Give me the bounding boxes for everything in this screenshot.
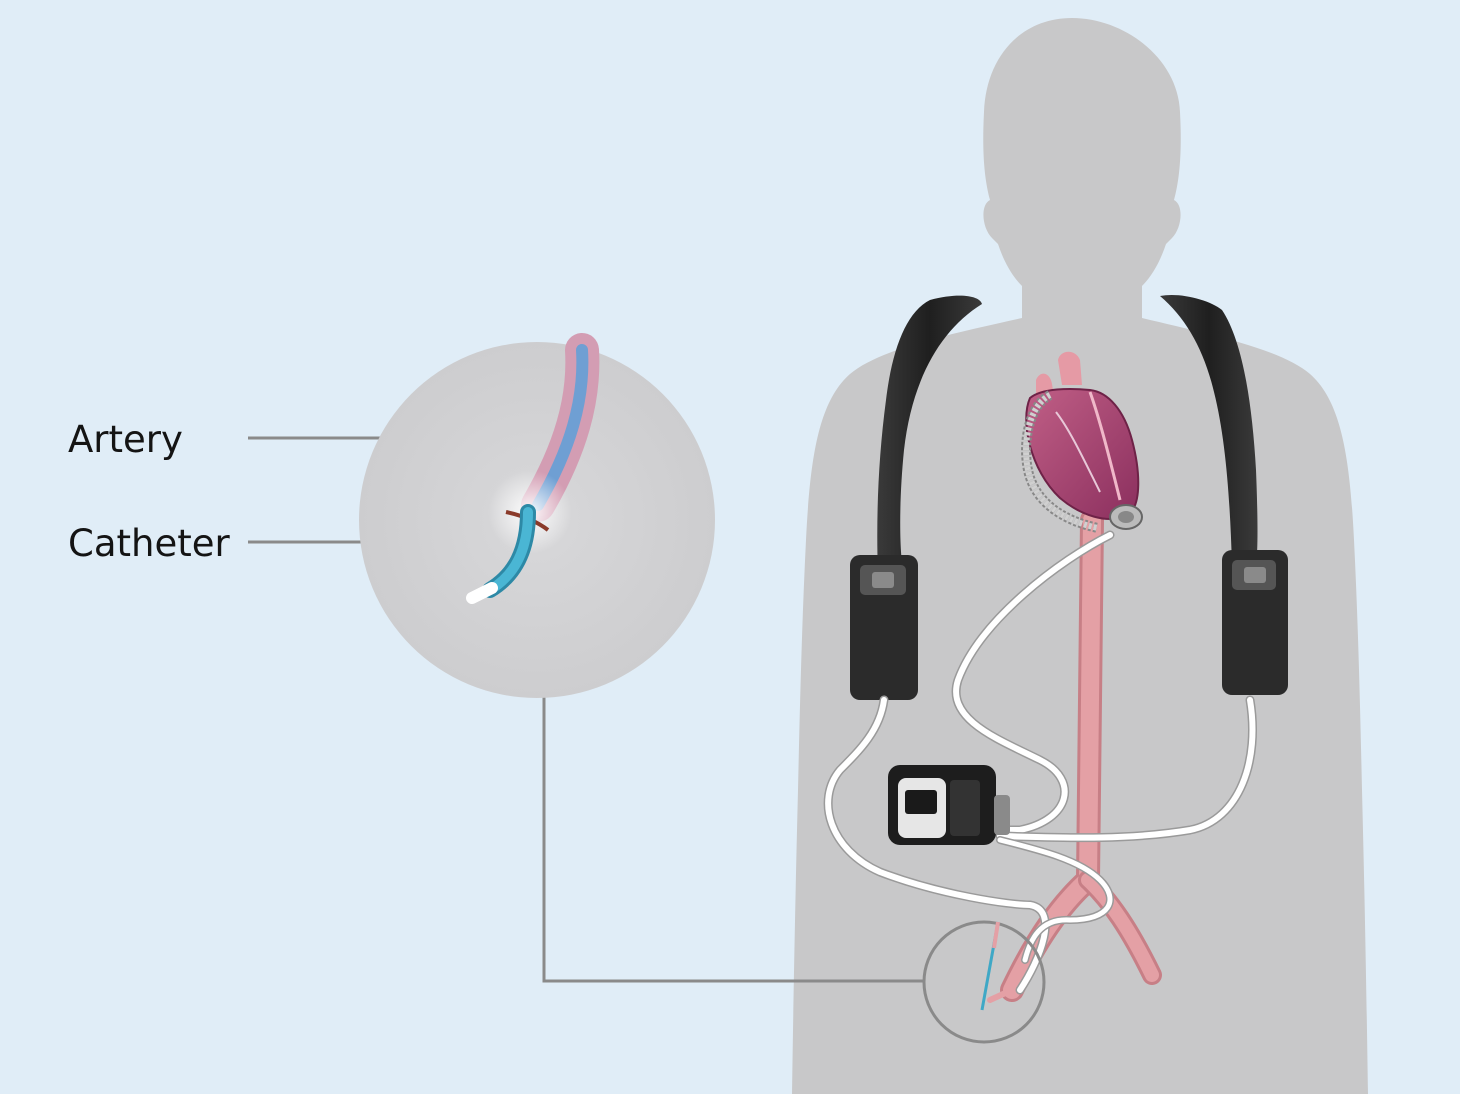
artery-label: Artery bbox=[68, 418, 183, 461]
battery-pack-right bbox=[1222, 550, 1288, 695]
magnified-view-circle bbox=[359, 333, 715, 698]
battery-pack-left bbox=[850, 555, 918, 700]
heart-illustration bbox=[1021, 351, 1143, 533]
shoulder-harness bbox=[877, 294, 1258, 575]
catheter-label: Catheter bbox=[68, 522, 230, 565]
driveline-cables bbox=[823, 530, 1257, 995]
pump-controller-device bbox=[888, 765, 1010, 845]
magnifier-connector-line bbox=[542, 695, 924, 983]
